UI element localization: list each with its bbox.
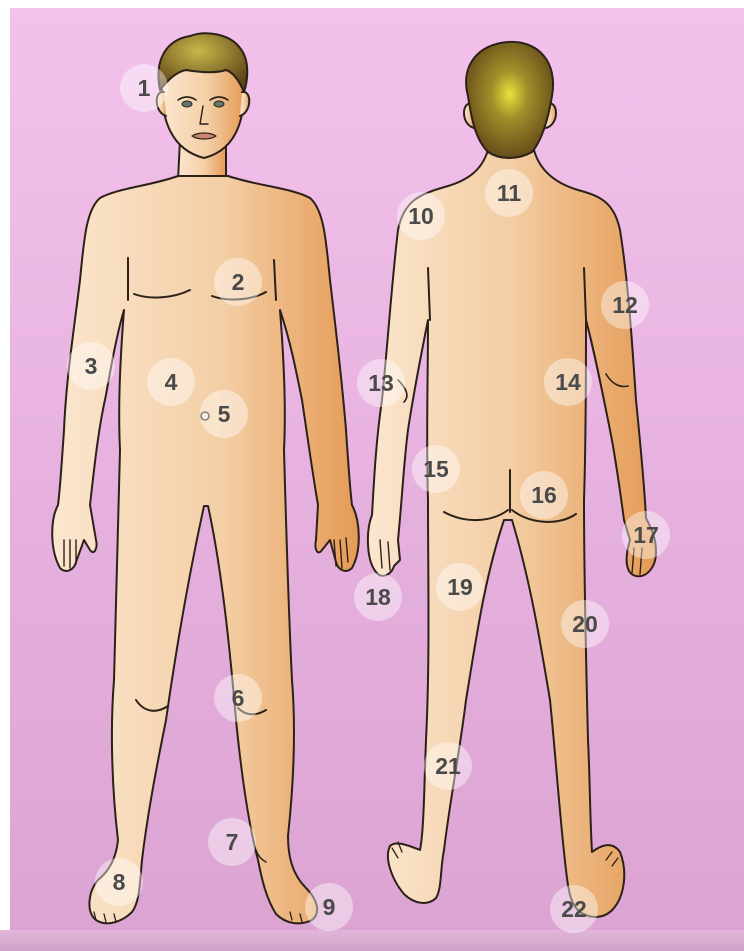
marker-4-label: 4	[165, 369, 178, 396]
marker-17: 17	[622, 511, 670, 559]
marker-13-label: 13	[368, 370, 394, 397]
marker-8-label: 8	[113, 869, 126, 896]
marker-18-label: 18	[365, 584, 391, 611]
marker-11: 11	[485, 169, 533, 217]
marker-5: 5	[200, 390, 248, 438]
marker-12: 12	[601, 281, 649, 329]
marker-10-label: 10	[408, 203, 434, 230]
marker-17-label: 17	[633, 522, 659, 549]
marker-19: 19	[436, 563, 484, 611]
marker-15: 15	[412, 445, 460, 493]
marker-21-label: 21	[435, 753, 461, 780]
marker-19-label: 19	[447, 574, 473, 601]
marker-16: 16	[520, 471, 568, 519]
marker-1: 1	[120, 64, 168, 112]
marker-16-label: 16	[531, 482, 557, 509]
marker-22-label: 22	[561, 896, 587, 923]
marker-2-label: 2	[232, 269, 245, 296]
marker-3-label: 3	[85, 353, 98, 380]
marker-9-label: 9	[323, 894, 336, 921]
marker-10: 10	[397, 192, 445, 240]
marker-13: 13	[357, 359, 405, 407]
marker-6: 6	[214, 674, 262, 722]
marker-9: 9	[305, 883, 353, 931]
marker-14: 14	[544, 358, 592, 406]
marker-11-label: 11	[497, 180, 521, 207]
marker-7-label: 7	[226, 829, 239, 856]
marker-2: 2	[214, 258, 262, 306]
marker-14-label: 14	[555, 369, 581, 396]
marker-20: 20	[561, 600, 609, 648]
marker-6-label: 6	[232, 685, 245, 712]
marker-3: 3	[67, 342, 115, 390]
marker-12-label: 12	[612, 292, 638, 319]
marker-20-label: 20	[572, 611, 598, 638]
marker-1-label: 1	[138, 75, 151, 102]
marker-4: 4	[147, 358, 195, 406]
marker-22: 22	[550, 885, 598, 933]
marker-8: 8	[95, 858, 143, 906]
marker-18: 18	[354, 573, 402, 621]
marker-15-label: 15	[423, 456, 449, 483]
marker-7: 7	[208, 818, 256, 866]
marker-21: 21	[424, 742, 472, 790]
front-figure	[52, 33, 359, 923]
marker-5-label: 5	[218, 401, 231, 428]
